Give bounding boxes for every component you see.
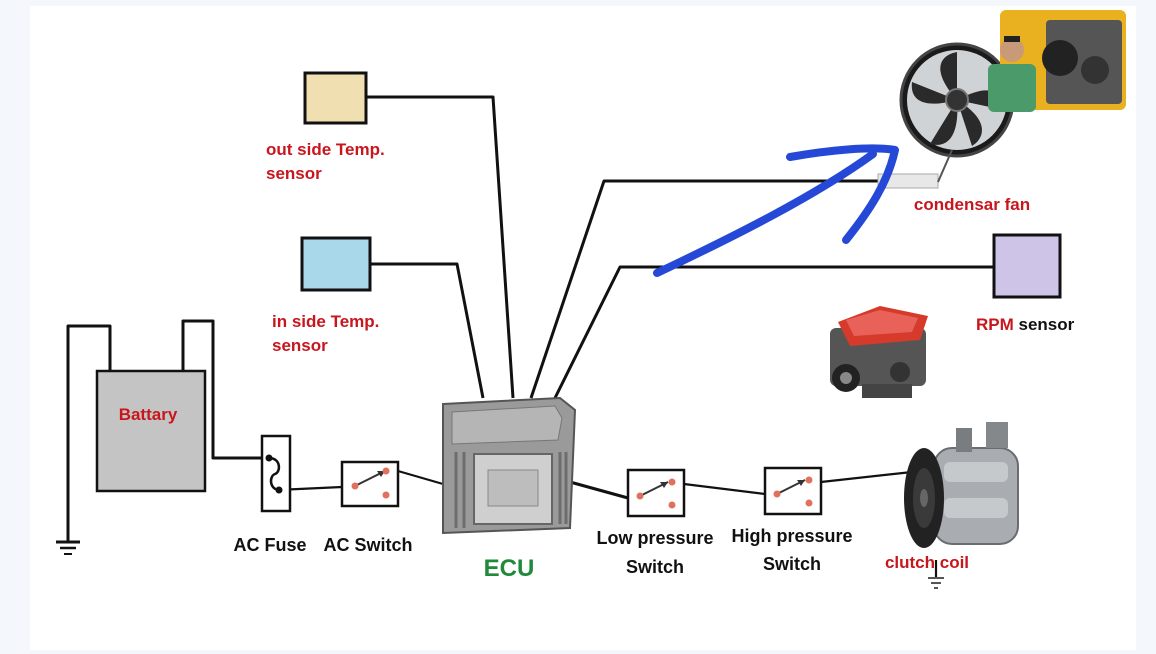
wire-outside-sensor <box>366 95 515 399</box>
outside-temp-sensor-box <box>303 71 368 125</box>
outside-sensor-label-line1: out side Temp. <box>266 140 385 159</box>
wire-rpm-sensor <box>553 265 995 399</box>
wire-battery-ground <box>66 324 112 542</box>
switch-icon <box>340 460 400 508</box>
rpm-sensor-label-suffix: sensor <box>1014 315 1075 334</box>
rpm-sensor-label-prefix: RPM <box>976 315 1014 334</box>
ecu-label: ECU <box>484 555 535 582</box>
annotation-arrow <box>653 144 899 277</box>
condenser-fan-label: condensar fan <box>914 195 1030 214</box>
wire-battery-positive <box>181 319 264 460</box>
battery-box <box>95 369 207 493</box>
clutch-coil-label: clutch coil <box>885 553 969 572</box>
fuse-icon <box>260 434 292 513</box>
wires <box>66 95 995 578</box>
low-pressure-label-line1: Low pressure <box>596 528 713 548</box>
inside-sensor-label-line1: in side Temp. <box>272 312 379 331</box>
wire-condenser-fan <box>529 179 895 399</box>
wire-inside-sensor <box>370 262 485 399</box>
rpm-sensor-label: RPM sensor <box>976 315 1075 334</box>
rpm-sensor-box <box>992 233 1062 299</box>
wire-high-compressor <box>820 470 913 484</box>
wire-switch-ecu <box>397 469 444 486</box>
low-pressure-label-line2: Switch <box>626 557 684 577</box>
compressor-icon <box>904 422 1019 548</box>
wire-low-high <box>683 482 766 496</box>
switch-icon <box>626 468 686 518</box>
ac-switch-label: AC Switch <box>323 535 412 555</box>
ground-symbol-icon <box>56 540 80 555</box>
outside-sensor-label-line2: sensor <box>266 164 322 183</box>
inside-temp-sensor-box <box>300 236 372 292</box>
fan-icon <box>877 42 1015 189</box>
wire-ecu-lowpressure <box>569 480 629 500</box>
ac-fuse-label: AC Fuse <box>233 535 306 555</box>
high-pressure-label-line1: High pressure <box>731 526 852 546</box>
high-pressure-label-line2: Switch <box>763 554 821 574</box>
inside-sensor-label-line2: sensor <box>272 336 328 355</box>
avatar <box>988 10 1126 112</box>
switch-icon <box>763 466 823 516</box>
engine-icon <box>830 306 928 398</box>
ground-symbol-icon <box>928 577 944 589</box>
battery-label: Battary <box>119 405 178 424</box>
ecu-module-icon <box>442 396 577 535</box>
